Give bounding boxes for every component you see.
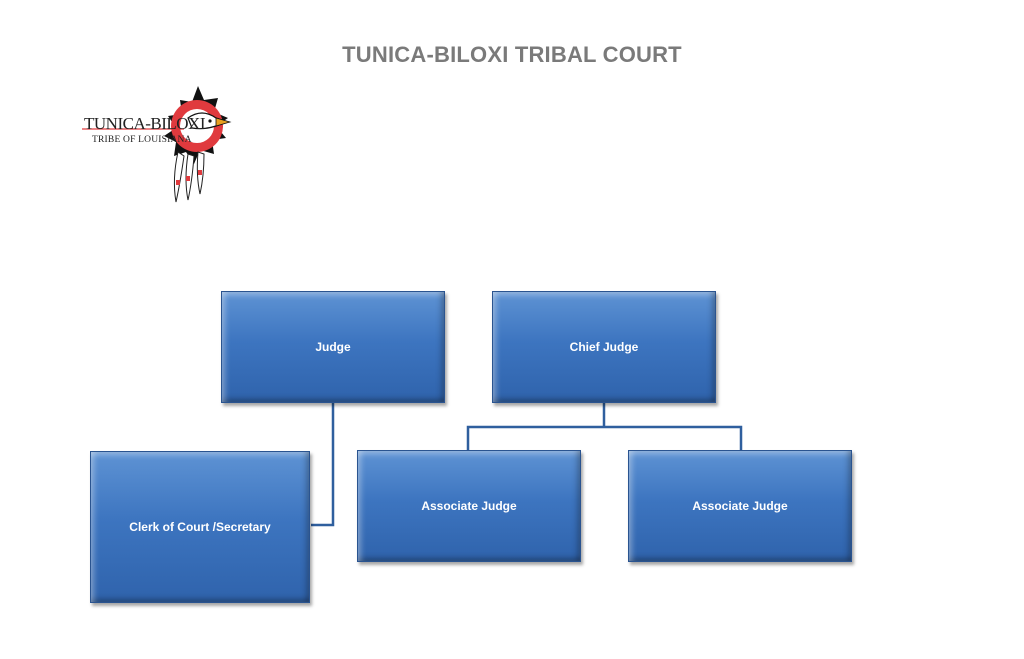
- page-title: TUNICA-BILOXI TRIBAL COURT: [342, 42, 682, 67]
- node-chief-judge-label: Chief Judge: [569, 340, 639, 354]
- node-chief-judge: Chief Judge: [492, 291, 716, 403]
- node-associate-judge-1: Associate Judge: [357, 450, 581, 562]
- logo-text-state: TRIBE OF LOUISIANA: [92, 135, 192, 145]
- connector-associate-bar: [466, 425, 743, 450]
- node-clerk-label: Clerk of Court /Secretary: [129, 520, 271, 534]
- node-clerk: Clerk of Court /Secretary: [90, 451, 310, 603]
- logo-text-tribe-name: TUNICA-BILOXI: [84, 114, 205, 133]
- node-associate-judge-2: Associate Judge: [628, 450, 852, 562]
- node-judge: Judge: [221, 291, 445, 403]
- logo-feather: [173, 151, 185, 203]
- connector-judge-to-clerk: [311, 403, 335, 527]
- node-judge-label: Judge: [315, 340, 351, 354]
- node-associate-judge-2-label: Associate Judge: [692, 499, 788, 513]
- tribe-logo: [82, 86, 232, 203]
- node-associate-judge-1-label: Associate Judge: [421, 499, 517, 513]
